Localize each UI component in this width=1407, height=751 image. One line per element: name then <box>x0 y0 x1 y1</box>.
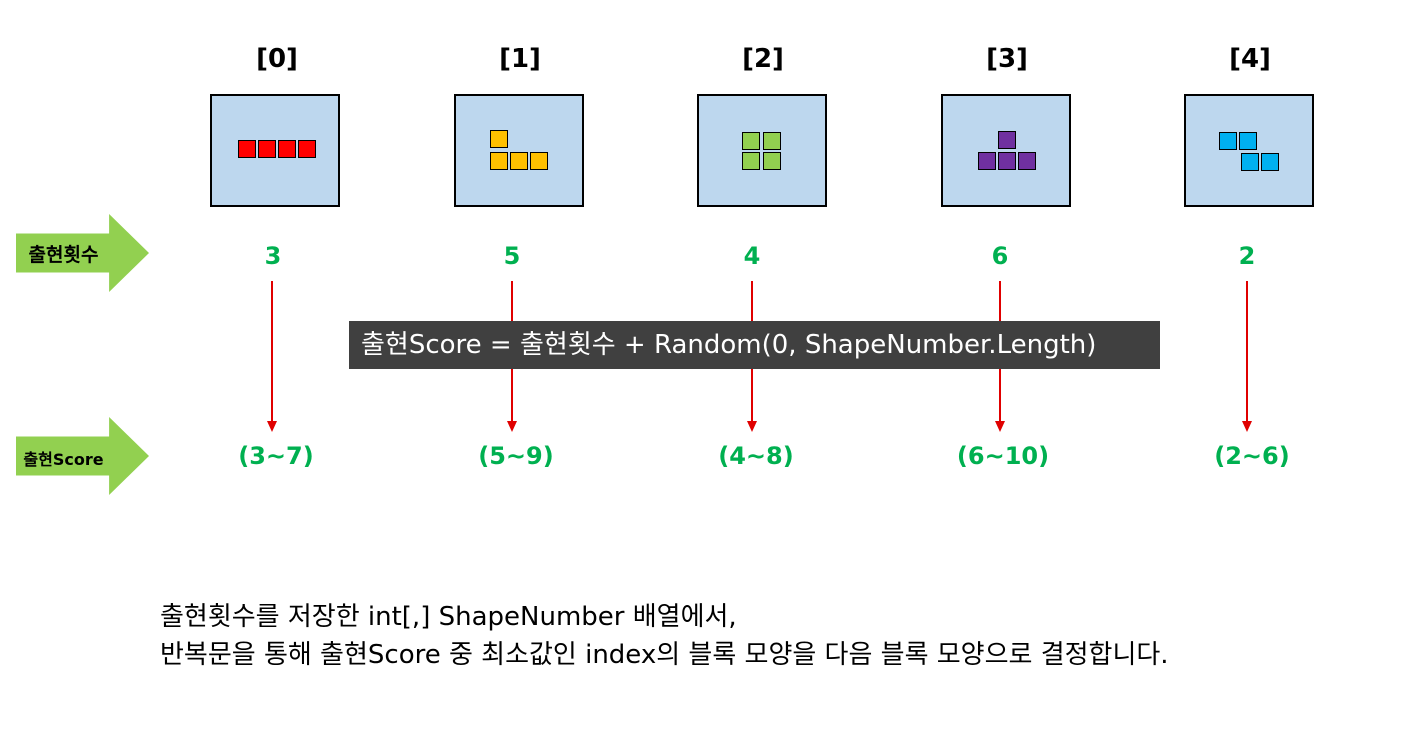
down-arrow-head <box>1242 421 1252 432</box>
block-cell <box>763 132 781 150</box>
block-cell <box>1261 153 1279 171</box>
down-arrow-head <box>995 421 1005 432</box>
block-cell <box>1239 132 1257 150</box>
index-label-0: [0] <box>256 44 298 74</box>
block-cell <box>978 152 996 170</box>
block-cell <box>1018 152 1036 170</box>
formula-banner: 출현Score = 출현횟수 + Random(0, ShapeNumber.L… <box>349 321 1160 369</box>
count-value-4: 2 <box>1238 242 1256 270</box>
block-cell <box>258 140 276 158</box>
block-cell <box>1219 132 1237 150</box>
index-label-4: [4] <box>1229 44 1271 74</box>
down-arrow-head <box>267 421 277 432</box>
score-range-4: (2~6) <box>1214 442 1290 470</box>
block-cell <box>998 131 1016 149</box>
index-label-1: [1] <box>499 44 541 74</box>
shape-box-0 <box>210 94 340 207</box>
down-arrow-line <box>271 281 273 423</box>
block-cell <box>1241 153 1259 171</box>
block-cell <box>238 140 256 158</box>
description-line-1: 출현횟수를 저장한 int[,] ShapeNumber 배열에서, <box>160 602 737 632</box>
count-value-2: 4 <box>743 242 761 270</box>
block-cell <box>530 152 548 170</box>
count-value-3: 6 <box>991 242 1009 270</box>
down-arrow-line <box>1246 281 1248 423</box>
block-cell <box>742 132 760 150</box>
down-arrow-head <box>747 421 757 432</box>
index-label-2: [2] <box>742 44 784 74</box>
down-arrow-head <box>507 421 517 432</box>
shape-box-1 <box>454 94 584 207</box>
shape-box-4 <box>1184 94 1314 207</box>
score-range-3: (6~10) <box>956 442 1050 470</box>
block-cell <box>278 140 296 158</box>
score-range-0: (3~7) <box>238 442 314 470</box>
count-row-label: 출현횟수 <box>28 244 99 266</box>
block-cell <box>763 152 781 170</box>
score-row-label: 출현Score <box>23 450 104 469</box>
block-cell <box>490 130 508 148</box>
shape-box-3 <box>941 94 1071 207</box>
block-cell <box>298 140 316 158</box>
block-cell <box>510 152 528 170</box>
score-range-2: (4~8) <box>718 442 794 470</box>
shape-box-2 <box>697 94 827 207</box>
block-cell <box>998 152 1016 170</box>
block-cell <box>490 152 508 170</box>
block-cell <box>742 152 760 170</box>
index-label-3: [3] <box>986 44 1028 74</box>
description-line-2: 반복문을 통해 출현Score 중 최소값인 index의 블록 모양을 다음 … <box>160 640 1169 670</box>
score-range-1: (5~9) <box>478 442 554 470</box>
count-value-1: 5 <box>503 242 521 270</box>
count-value-0: 3 <box>264 242 282 270</box>
